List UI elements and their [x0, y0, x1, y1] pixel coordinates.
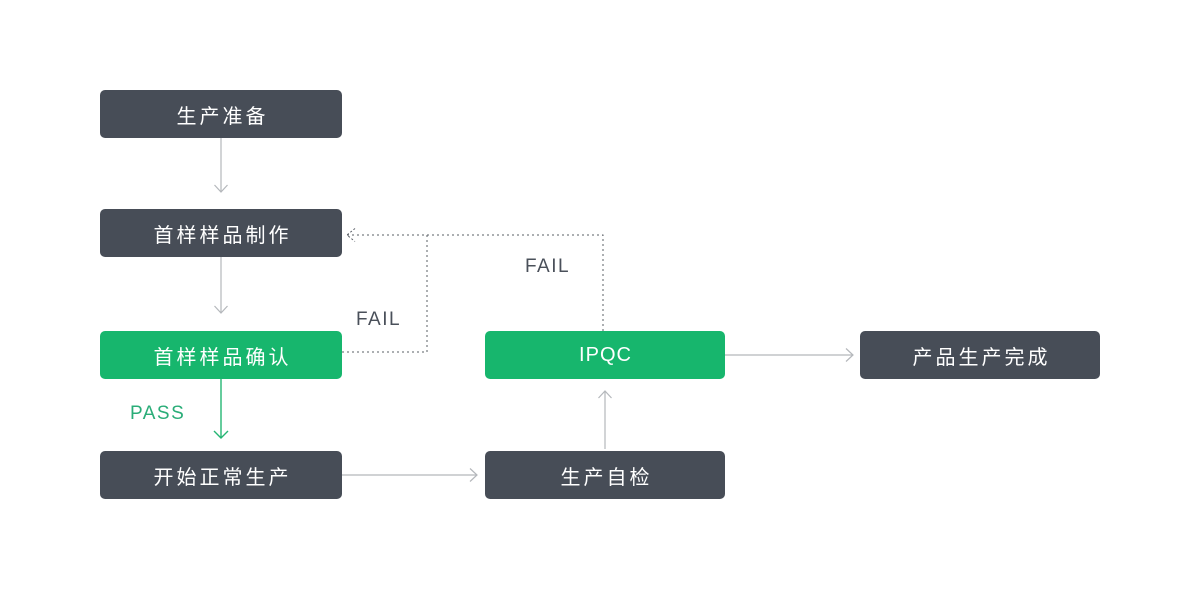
node-self-check-label: 生产自检 [560, 466, 653, 489]
dotted-fail-from-confirm [342, 235, 428, 353]
arrow-ipqc-to-complete [725, 348, 854, 362]
node-production-prep: 生产准备 [100, 90, 342, 138]
node-ipqc-label: IPQC [579, 343, 632, 366]
edge-label-fail-confirm: FAIL [356, 309, 402, 330]
node-first-sample-make: 首样样品制作 [100, 209, 342, 257]
arrow-pass [213, 379, 229, 439]
node-product-complete: 产品生产完成 [860, 331, 1100, 379]
node-product-complete-label: 产品生产完成 [912, 346, 1051, 369]
edge-label-pass: PASS [130, 403, 186, 424]
arrow-selfcheck-to-ipqc [598, 390, 612, 449]
node-ipqc: IPQC [485, 331, 725, 379]
arrow-start-to-selfcheck [342, 468, 478, 482]
node-production-prep-label: 生产准备 [176, 105, 269, 128]
node-start-production: 开始正常生产 [100, 451, 342, 499]
arrow-prep-to-make [214, 138, 228, 193]
edge-label-fail-ipqc: FAIL [525, 256, 571, 277]
node-start-production-label: 开始正常生产 [153, 466, 292, 489]
node-first-sample-make-label: 首样样品制作 [153, 224, 292, 247]
arrow-make-to-confirm [214, 257, 228, 314]
node-first-sample-confirm-label: 首样样品确认 [153, 346, 292, 369]
node-self-check: 生产自检 [485, 451, 725, 499]
node-first-sample-confirm: 首样样品确认 [100, 331, 342, 379]
